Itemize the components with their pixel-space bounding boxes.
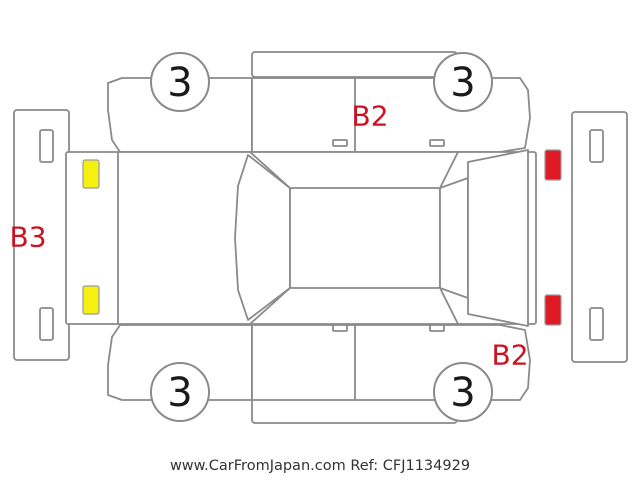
damage-label-rear-right: B2 <box>491 339 528 372</box>
top-view-body <box>65 149 537 327</box>
footer-reference: www.CarFromJapan.com Ref: CFJ1134929 <box>169 458 471 474</box>
wheel-badge-rear-left: 3 <box>150 362 210 422</box>
roof-rail-bottom <box>251 397 458 424</box>
wheel-badge-rear-right-text: 3 <box>450 370 475 416</box>
wheel-badge-front-left-text: 3 <box>167 60 192 106</box>
wheel-badge-rear-right: 3 <box>433 362 493 422</box>
wheel-badge-front-left: 3 <box>150 52 210 112</box>
wheel-badge-rear-left-text: 3 <box>167 370 192 416</box>
wheel-badge-front-right-text: 3 <box>450 60 475 106</box>
damage-label-front-bumper: B3 <box>9 221 46 254</box>
front-left-headlight <box>82 159 100 189</box>
rear-bumper <box>571 111 628 363</box>
roof-rail-top <box>251 51 458 78</box>
rear-left-taillight <box>544 149 562 181</box>
wheel-badge-front-right: 3 <box>433 52 493 112</box>
rear-right-taillight <box>544 294 562 326</box>
front-right-headlight <box>82 285 100 315</box>
damage-label-roof: B2 <box>351 100 388 133</box>
